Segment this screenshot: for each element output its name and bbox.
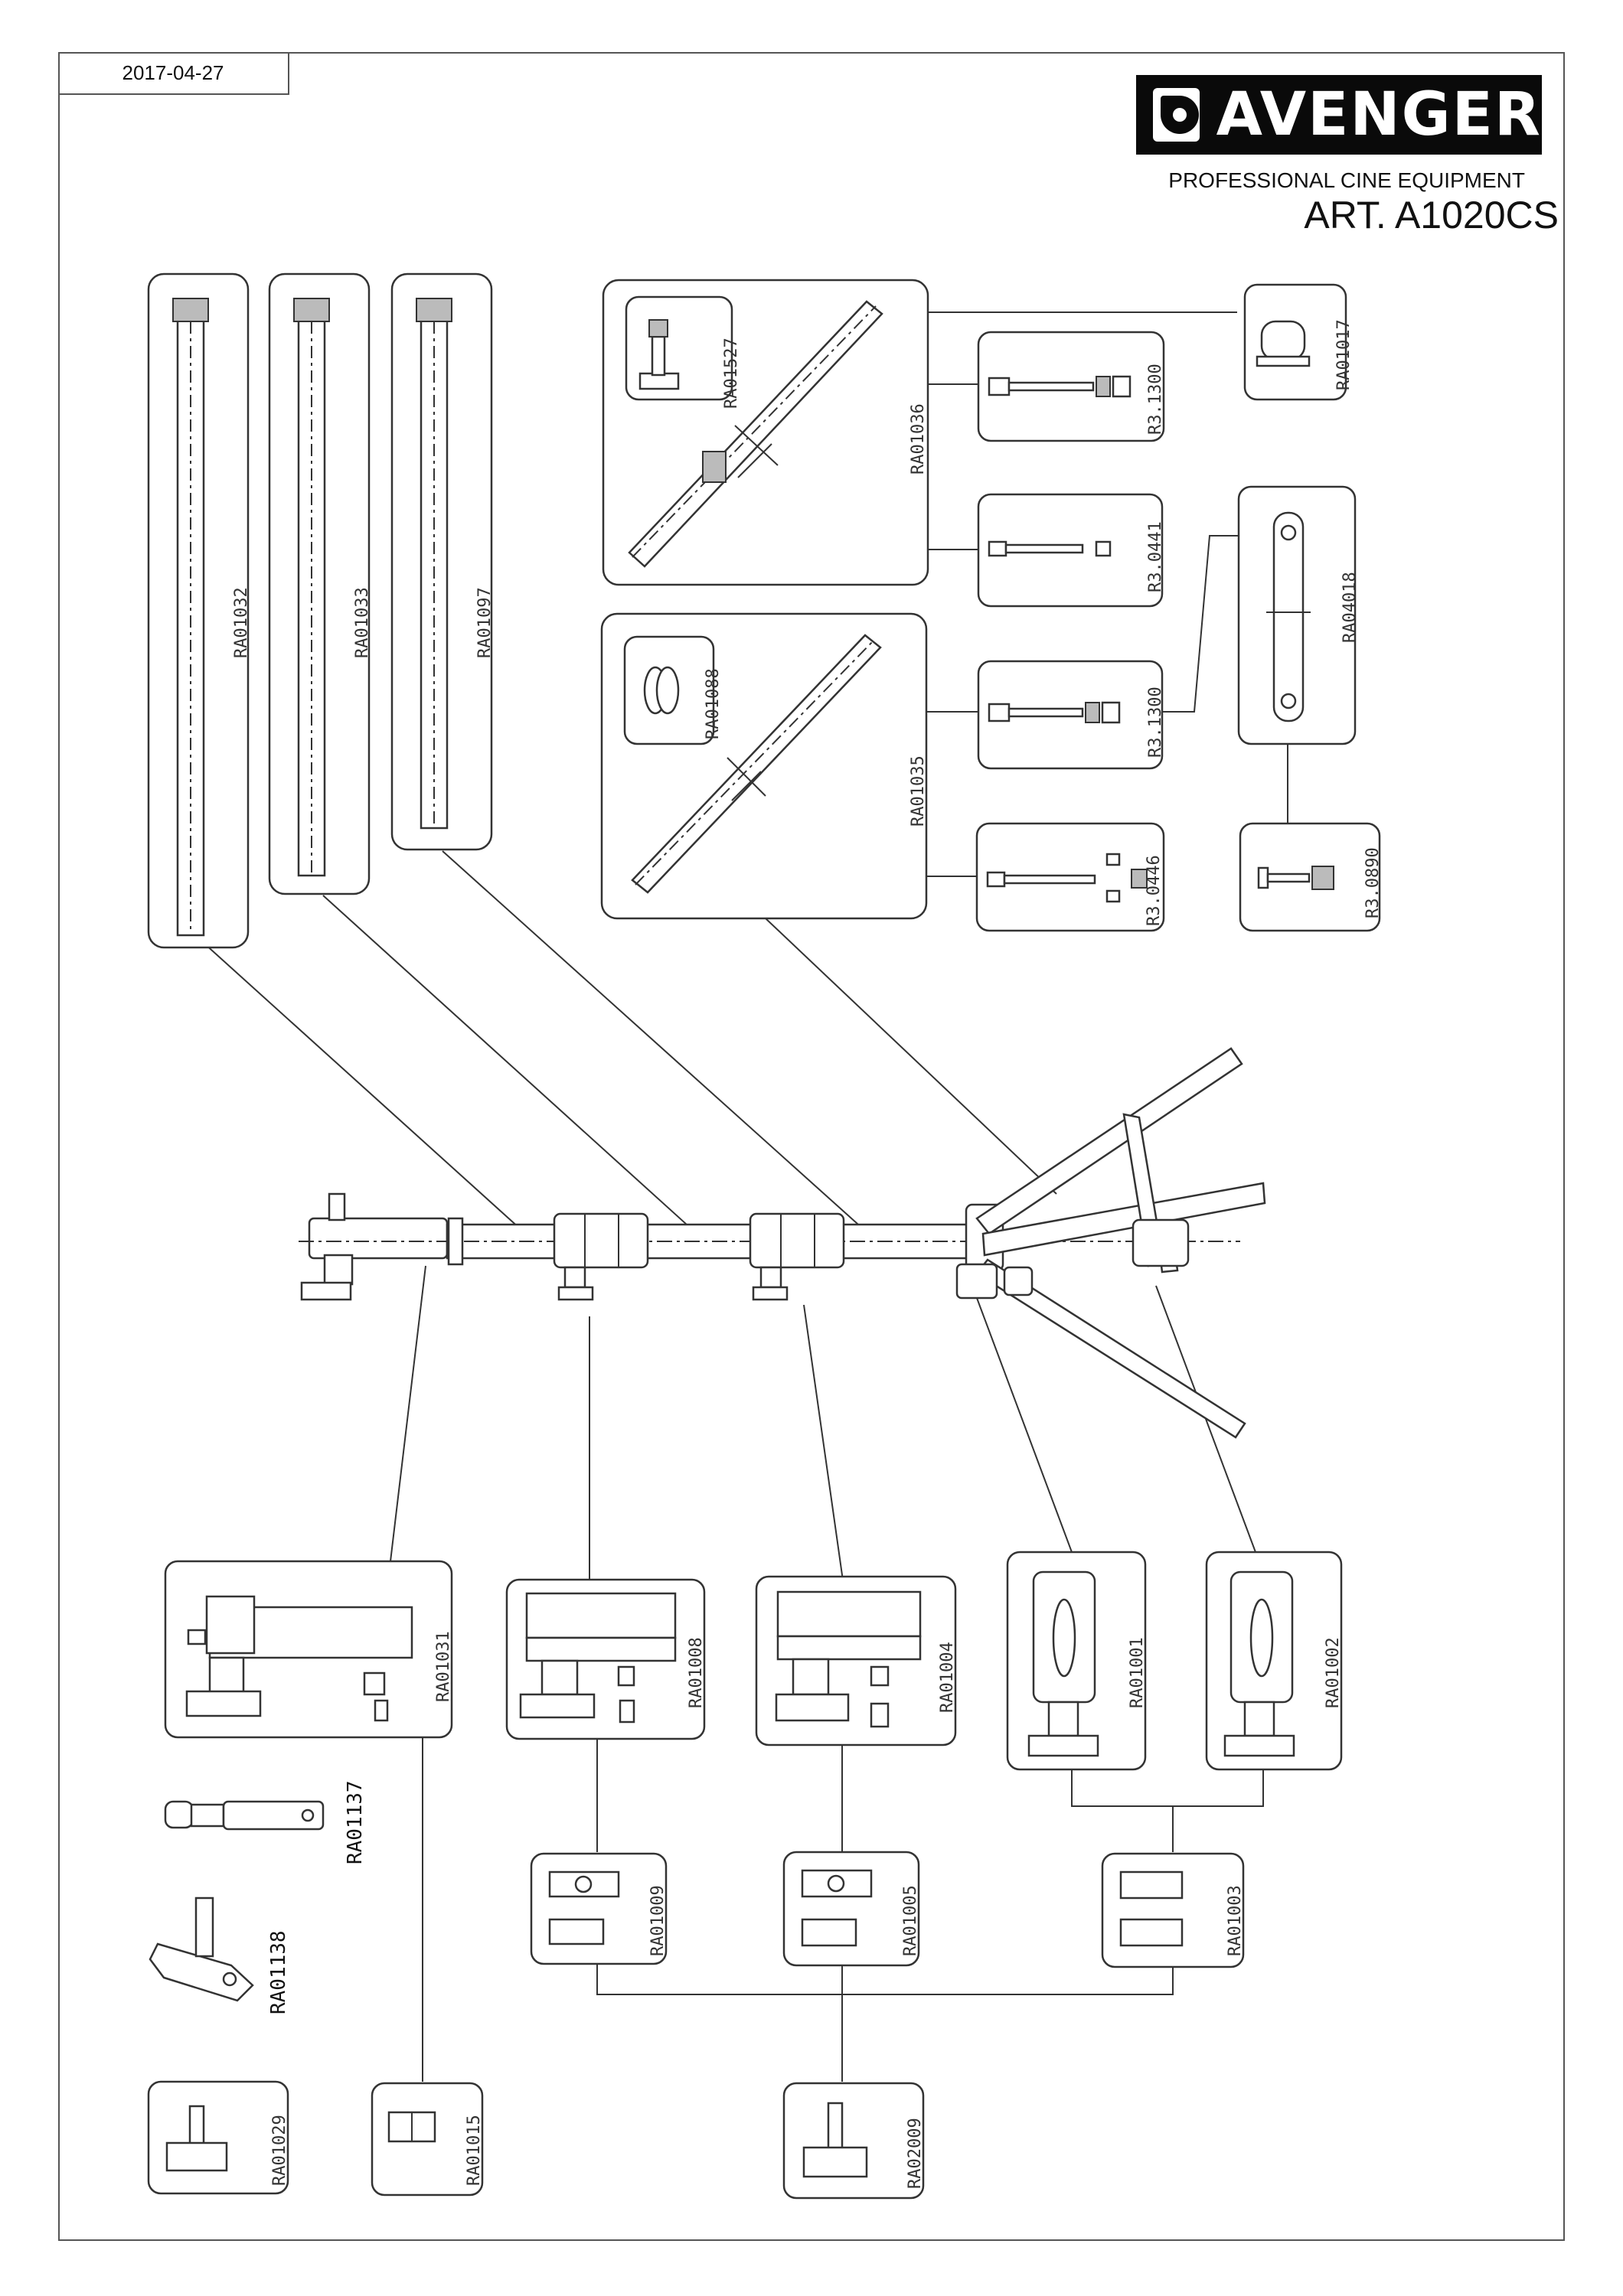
label-RA01002: RA01002 — [1324, 1637, 1343, 1708]
label-RA01035: RA01035 — [909, 755, 928, 827]
label-RA01032: RA01032 — [232, 587, 251, 658]
date-stamp: 2017-04-27 — [58, 52, 289, 95]
label-RA01004: RA01004 — [938, 1642, 957, 1713]
part-labels: RA01032 RA01033 RA01097 RA01527 RA01036 … — [232, 319, 1383, 2189]
spare-boxes — [147, 1851, 1245, 2200]
clamp-boxes — [164, 1551, 1343, 1771]
brand-name: AVENGER — [1216, 80, 1542, 149]
label-RA01005: RA01005 — [901, 1885, 920, 1956]
label-RA01003: RA01003 — [1226, 1885, 1245, 1956]
label-RA01137: RA01137 — [344, 1780, 367, 1864]
label-RA01527: RA01527 — [722, 338, 741, 409]
label-RA01017: RA01017 — [1334, 319, 1354, 390]
label-R3.0446: R3.0446 — [1145, 855, 1164, 926]
drawing-frame — [58, 52, 1565, 2241]
label-R3.1300-b: R3.1300 — [1146, 687, 1165, 758]
label-RA01008: RA01008 — [687, 1637, 706, 1708]
article-number: ART. A1020CS — [1304, 194, 1559, 236]
label-RA01015: RA01015 — [465, 2115, 484, 2186]
label-RA01029: RA01029 — [270, 2115, 289, 2186]
label-RA04018: RA04018 — [1341, 572, 1360, 643]
label-R3.0890: R3.0890 — [1363, 847, 1383, 918]
label-RA01001: RA01001 — [1128, 1637, 1147, 1708]
hardware-boxes — [975, 283, 1381, 932]
label-RA01036: RA01036 — [909, 403, 928, 475]
label-RA02009: RA02009 — [906, 2118, 925, 2189]
label-RA01031: RA01031 — [434, 1631, 453, 1702]
loose-parts — [149, 1800, 325, 2002]
brand-logo-icon — [1153, 88, 1200, 142]
label-R3.0441: R3.0441 — [1146, 521, 1165, 592]
label-RA01009: RA01009 — [648, 1885, 668, 1956]
tube-boxes — [147, 272, 493, 949]
label-RA01097: RA01097 — [475, 587, 495, 658]
stand-assembly — [299, 1047, 1266, 1439]
tagline: PROFESSIONAL CINE EQUIPMENT — [1168, 168, 1525, 192]
label-RA01138: RA01138 — [267, 1930, 290, 2014]
label-R3.1300-a: R3.1300 — [1146, 364, 1165, 435]
label-RA01033: RA01033 — [353, 587, 372, 658]
brand-logo: AVENGER — [1136, 75, 1542, 155]
brace-box-lower — [600, 612, 928, 920]
brace-box-upper — [602, 279, 929, 586]
label-RA01088: RA01088 — [704, 668, 723, 739]
